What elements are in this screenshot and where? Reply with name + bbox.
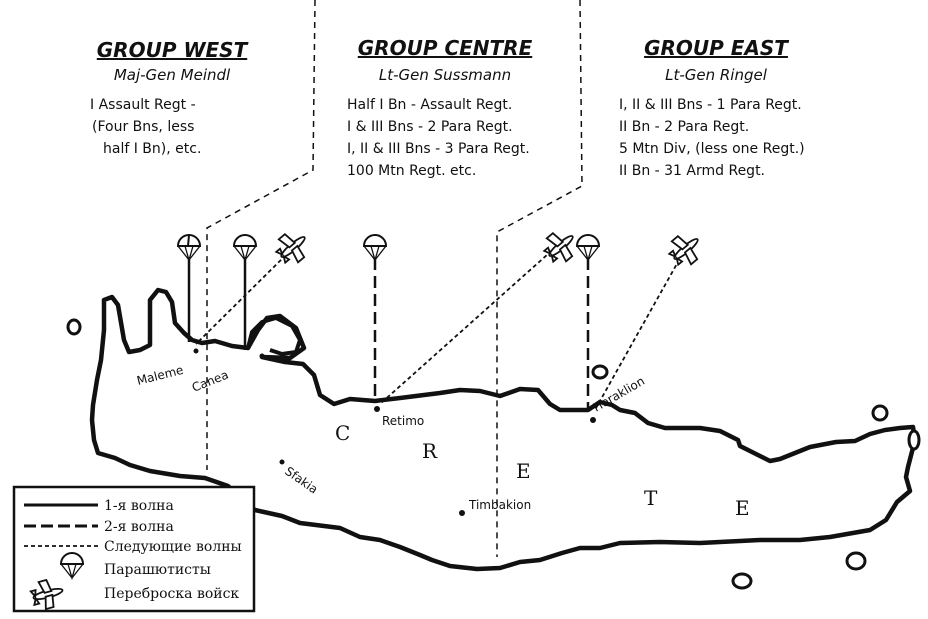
group-west: GROUP WEST Maj-Gen Meindl I Assault Regt… bbox=[90, 38, 249, 157]
island-name: C R E T E bbox=[335, 421, 750, 520]
group-west-unit: (Four Bns, less bbox=[92, 119, 194, 135]
marker-canea bbox=[259, 353, 265, 359]
marker-heraklion bbox=[590, 417, 596, 423]
legend-airlift-label: Переброска войск bbox=[104, 586, 239, 602]
group-centre-unit: I & III Bns - 2 Para Regt. bbox=[347, 119, 513, 135]
label-timbakion: Timbakion bbox=[468, 498, 531, 512]
label-maleme: Maleme bbox=[135, 363, 184, 388]
airplane-icon bbox=[29, 578, 64, 611]
label-sfakia: Sfakia bbox=[282, 464, 320, 497]
islet-dia bbox=[591, 364, 609, 380]
group-centre-title: GROUP CENTRE bbox=[358, 36, 533, 60]
next-maleme bbox=[195, 249, 292, 345]
legend-next-label: Следующие волны bbox=[104, 539, 242, 555]
islet-koufonisi bbox=[731, 572, 753, 590]
group-east-unit: II Bn - 31 Armd Regt. bbox=[619, 163, 765, 179]
group-east-commander: Lt-Gen Ringel bbox=[665, 66, 768, 84]
airplane-icon bbox=[274, 233, 306, 265]
parachute-icon bbox=[176, 234, 202, 263]
group-centre-commander: Lt-Gen Sussmann bbox=[379, 66, 511, 84]
drop-lines bbox=[187, 245, 684, 409]
group-centre: GROUP CENTRE Lt-Gen Sussmann Half I Bn -… bbox=[347, 36, 533, 179]
island-letter: R bbox=[422, 439, 438, 463]
group-east-title: GROUP EAST bbox=[644, 36, 789, 60]
airplane-icon bbox=[542, 232, 574, 264]
marker-timbakion bbox=[459, 510, 465, 516]
legend-paratroopers-label: Парашютисты bbox=[104, 562, 211, 578]
group-west-commander: Maj-Gen Meindl bbox=[114, 66, 231, 84]
marker-sfakia bbox=[279, 459, 285, 465]
island-letter: T bbox=[644, 486, 658, 510]
crete-island bbox=[66, 287, 921, 590]
label-retimo: Retimo bbox=[382, 414, 424, 428]
group-east: GROUP EAST Lt-Gen Ringel I, II & III Bns… bbox=[619, 36, 805, 179]
legend: 1-я волна 2-я волна Следующие волны Пара… bbox=[12, 485, 256, 613]
marker-maleme bbox=[193, 348, 199, 354]
parachutes bbox=[176, 234, 601, 263]
boundary-west bbox=[206, 0, 316, 470]
islet-south-east bbox=[845, 551, 867, 571]
group-centre-unit: 100 Mtn Regt. etc. bbox=[347, 163, 476, 179]
island-letter: E bbox=[516, 459, 531, 483]
parachute-icon bbox=[59, 552, 85, 581]
island-letter: C bbox=[335, 421, 350, 445]
parachute-icon bbox=[362, 234, 388, 263]
group-west-unit: I Assault Regt - bbox=[90, 97, 196, 113]
islet-northwest bbox=[66, 318, 82, 336]
airplane-icon bbox=[667, 235, 699, 267]
group-east-unit: I, II & III Bns - 1 Para Regt. bbox=[619, 97, 802, 113]
airplanes bbox=[274, 232, 699, 267]
group-centre-unit: I, II & III Bns - 3 Para Regt. bbox=[347, 141, 530, 157]
group-east-unit: 5 Mtn Div, (less one Regt.) bbox=[619, 141, 805, 157]
island-coastline bbox=[89, 287, 918, 572]
legend-wave1-label: 1-я волна bbox=[104, 498, 174, 514]
group-centre-unit: Half I Bn - Assault Regt. bbox=[347, 97, 512, 113]
marker-retimo bbox=[374, 406, 380, 412]
legend-wave2-label: 2-я волна bbox=[104, 519, 174, 535]
label-canea: Canea bbox=[190, 368, 231, 395]
group-east-unit: II Bn - 2 Para Regt. bbox=[619, 119, 749, 135]
islet-east bbox=[907, 429, 921, 451]
island-letter: E bbox=[735, 496, 750, 520]
akrotiri-peninsula bbox=[246, 315, 303, 357]
parachute-icon bbox=[232, 234, 258, 263]
islet-north-east bbox=[871, 404, 889, 422]
next-retimo bbox=[379, 245, 558, 405]
next-heraklion bbox=[595, 252, 684, 409]
parachute-icon bbox=[575, 234, 601, 263]
group-west-title: GROUP WEST bbox=[97, 38, 249, 62]
place-markers bbox=[193, 348, 596, 516]
group-west-unit: half I Bn), etc. bbox=[103, 141, 201, 157]
